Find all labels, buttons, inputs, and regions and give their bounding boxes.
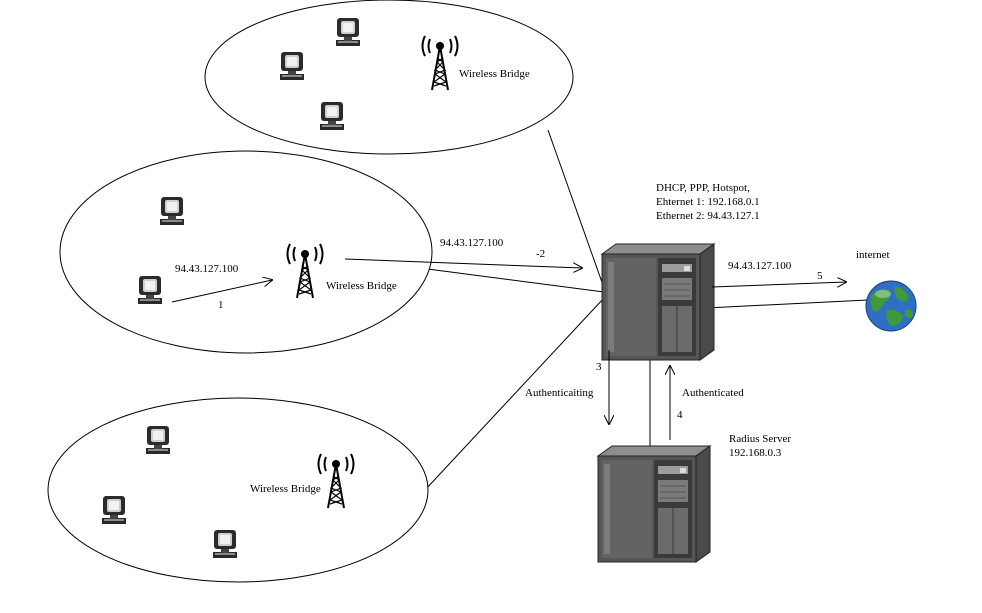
internet-ip-label: 94.43.127.100 (728, 260, 792, 272)
auth-request-label: Authenticaiting (525, 387, 594, 399)
server-tower-icon (597, 445, 711, 563)
computer-icon (336, 18, 360, 46)
computer-icon (160, 197, 184, 225)
bottom-network-uplink (424, 297, 605, 491)
bottom-network-ellipse (47, 397, 429, 583)
computer-icon (138, 276, 162, 304)
bottom-bridge-label: Wireless Bridge (250, 483, 321, 495)
globe-icon (865, 280, 917, 332)
radius-server-line1: Radius Server (729, 433, 791, 445)
server-internet-link (705, 299, 869, 309)
main-server-line1: DHCP, PPP, Hotspot, (656, 182, 750, 194)
top-bridge-label: Wireless Bridge (459, 68, 530, 80)
middle-bridge-label: Wireless Bridge (326, 280, 397, 292)
bridge-to-server-arrow (344, 258, 582, 268)
client-ip-label: 94.43.127.100 (175, 263, 239, 275)
internet-label: internet (856, 249, 890, 261)
middle-network-uplink (419, 267, 605, 293)
computer-icon (102, 496, 126, 524)
computer-icon (213, 530, 237, 558)
top-network-uplink (547, 129, 605, 289)
computer-icon (320, 102, 344, 130)
step-4-label: 4 (677, 409, 683, 421)
middle-network-ellipse (59, 150, 433, 354)
client-to-bridge-arrow (171, 280, 272, 303)
bridge-server-ip-label: 94.43.127.100 (440, 237, 504, 249)
main-server-line2: Ehternet 1: 192.168.0.1 (656, 196, 760, 208)
computer-icon (146, 426, 170, 454)
step-5-label: 5 (817, 270, 823, 282)
auth-response-label: Authenticated (682, 387, 744, 399)
radius-server-line2: 192.168.0.3 (729, 447, 782, 459)
step-1-label: 1 (218, 299, 224, 311)
computer-icon (280, 52, 304, 80)
server-to-internet-arrow (711, 282, 846, 288)
server-tower-icon (601, 243, 715, 361)
connector-lines (419, 129, 869, 491)
main-server-line3: Ethernet 2: 94.43.127.1 (656, 210, 760, 222)
step-2-label: -2 (536, 248, 545, 260)
step-3-label: 3 (596, 361, 602, 373)
top-network-ellipse (204, 0, 574, 155)
